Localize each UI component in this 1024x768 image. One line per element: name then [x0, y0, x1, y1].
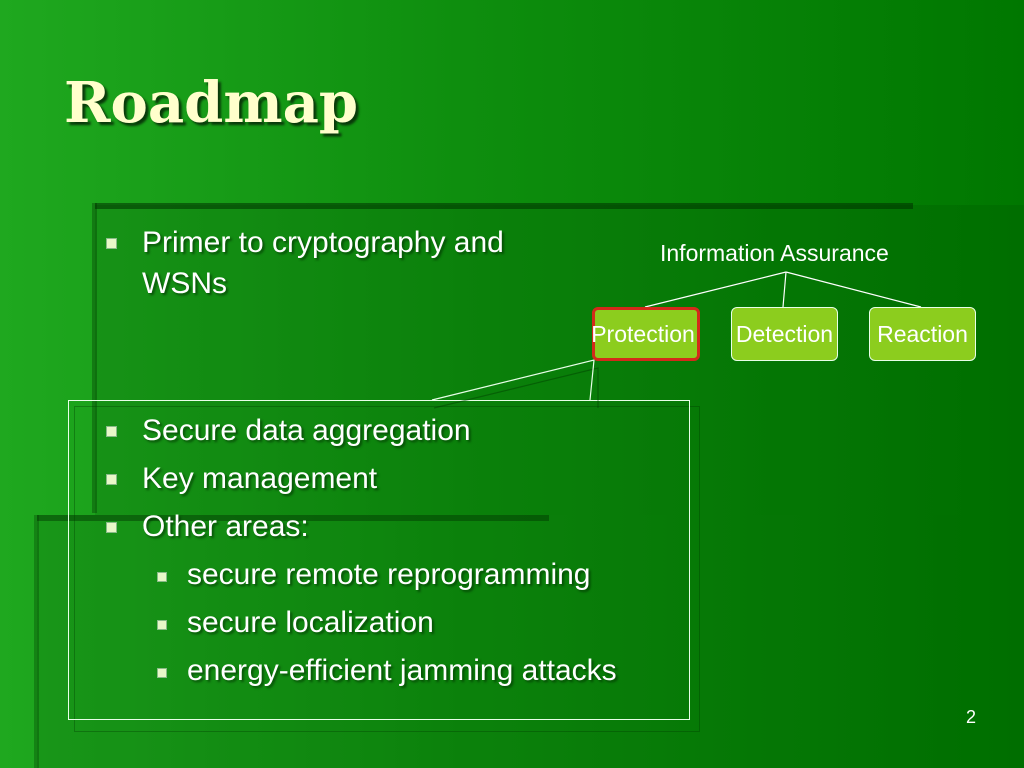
bullet-text: Secure data aggregation [142, 414, 471, 447]
square-bullet-icon [157, 620, 167, 630]
background-panel-upper-side [92, 203, 97, 513]
bullet-item: Other areas: [106, 506, 702, 547]
background-panel-upper [95, 205, 1024, 515]
bullet-text: Key management [142, 462, 378, 495]
bullet-text: Other areas: [142, 510, 309, 543]
square-bullet-icon [106, 426, 117, 437]
bullet-text: Primer to cryptography and WSNs [142, 226, 504, 300]
bullet-item: Key management [106, 458, 702, 499]
sub-bullet-item: energy-efficient jamming attacks [157, 650, 702, 691]
bullet-item: Secure data aggregation [106, 410, 702, 451]
bullet-frame [68, 400, 690, 720]
protection-node: Protection [591, 307, 700, 361]
slide-title: Roadmap [64, 70, 359, 136]
bullet-text: secure remote reprogramming [187, 558, 591, 591]
background-panel-lower-edge [37, 515, 549, 521]
main-bullet-list: Secure data aggregation Key management O… [106, 410, 702, 698]
reaction-label: Reaction [877, 321, 968, 347]
detection-node: Detection [731, 307, 838, 361]
bullet-frame-shadow [74, 406, 700, 732]
background-panel-upper-edge [95, 203, 913, 209]
top-bullet-list: Primer to cryptography and WSNs [106, 222, 582, 304]
sub-bullet-item: secure remote reprogramming [157, 554, 702, 595]
square-bullet-icon [157, 668, 167, 678]
square-bullet-icon [106, 522, 117, 533]
background-panel-lower-side [34, 515, 39, 768]
bullet-text: energy-efficient jamming attacks [187, 654, 617, 687]
bullet-text: secure localization [187, 606, 434, 639]
bullet-item: Primer to cryptography and WSNs [106, 222, 582, 304]
square-bullet-icon [157, 572, 167, 582]
connector-root-detection [782, 271, 787, 308]
connector-root-reaction [785, 271, 922, 308]
connector-root-protection [644, 271, 787, 308]
detection-label: Detection [735, 321, 834, 347]
page-number: 2 [966, 707, 977, 727]
square-bullet-icon [106, 238, 117, 249]
callout-line [431, 359, 595, 401]
callout-shadow [433, 367, 599, 409]
square-bullet-icon [106, 474, 117, 485]
reaction-node: Reaction [869, 307, 976, 361]
sub-bullet-item: secure localization [157, 602, 702, 643]
protection-label: Protection [591, 321, 695, 347]
background-panel-lower [37, 515, 1024, 768]
information-assurance-label: Information Assurance [660, 240, 889, 266]
